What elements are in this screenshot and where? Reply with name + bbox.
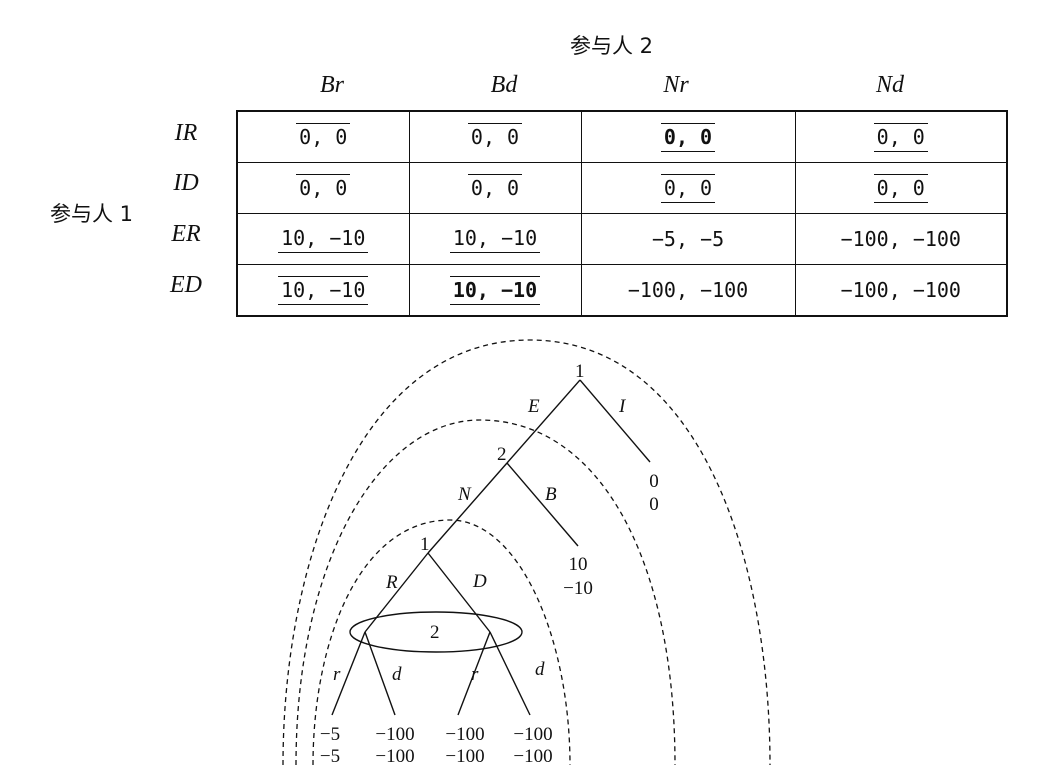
player2-label: 参与人 2 bbox=[570, 34, 654, 58]
edge-label-N: N bbox=[457, 484, 472, 505]
node-n2-label: 2 bbox=[497, 444, 507, 465]
payoff-Dd-p1: −100 bbox=[513, 724, 552, 745]
table-row: 0, 0 0, 0 0, 0 0, 0 bbox=[236, 110, 1008, 163]
cell-value: −100, −100 bbox=[840, 226, 961, 251]
player1-label: 参与人 1 bbox=[50, 202, 134, 226]
payoff-B-p2: −10 bbox=[563, 578, 593, 599]
cell: −5, −5 bbox=[580, 213, 796, 265]
cell-value: 0, 0 bbox=[296, 123, 351, 151]
node-root-label: 1 bbox=[575, 361, 585, 382]
cell: 0, 0 bbox=[408, 162, 582, 214]
edge-label-d2: d bbox=[535, 659, 545, 680]
row-header-ir: IR bbox=[174, 120, 198, 146]
edge-r2 bbox=[457, 631, 491, 716]
edge-R bbox=[364, 552, 429, 633]
cell-value: −100, −100 bbox=[840, 277, 961, 302]
subgame-middle bbox=[295, 419, 676, 766]
node-n3-label: 1 bbox=[420, 534, 430, 555]
cell: 0, 0 bbox=[408, 110, 582, 163]
table-row: 0, 0 0, 0 0, 0 0, 0 bbox=[236, 162, 1008, 214]
payoff-Rr-p2: −5 bbox=[320, 746, 340, 767]
payoff-Rd-p1: −100 bbox=[375, 724, 414, 745]
edge-label-E: E bbox=[527, 396, 540, 417]
payoff-Rd-p2: −100 bbox=[375, 746, 414, 767]
edge-label-r1: r bbox=[333, 664, 341, 685]
row-header-er: ER bbox=[171, 221, 201, 247]
cell-value: 0, 0 bbox=[467, 123, 523, 151]
cell: −100, −100 bbox=[794, 264, 1008, 317]
edge-label-D: D bbox=[472, 571, 487, 592]
payoff-I-p2: 0 bbox=[649, 494, 659, 515]
cell: −100, −100 bbox=[580, 264, 796, 317]
cell-value: 0, 0 bbox=[873, 122, 928, 152]
cell-value: 10, −10 bbox=[278, 225, 369, 253]
row-header-id: ID bbox=[173, 170, 199, 196]
cell-value: 0, 0 bbox=[296, 174, 351, 202]
cell-value: 10, −10 bbox=[278, 275, 369, 305]
col-header-br: Br bbox=[320, 72, 344, 98]
edge-d2 bbox=[489, 631, 531, 716]
subgame-boundaries bbox=[282, 339, 771, 766]
cell-value: −5, −5 bbox=[651, 226, 725, 251]
subgame-outer bbox=[282, 339, 771, 766]
cell: 10, −10 bbox=[408, 213, 582, 265]
col-header-nd: Nd bbox=[875, 72, 904, 98]
table-row: 10, −10 10, −10 −100, −100 −100, −100 bbox=[236, 264, 1008, 317]
cell: −100, −100 bbox=[794, 213, 1008, 265]
edge-r1 bbox=[331, 631, 366, 716]
cell: 0, 0 bbox=[580, 162, 796, 214]
col-header-bd: Bd bbox=[490, 72, 518, 98]
edge-N bbox=[427, 462, 508, 554]
cell-value: 10, −10 bbox=[449, 275, 541, 305]
row-header-ed: ED bbox=[170, 272, 202, 298]
edge-I bbox=[579, 379, 651, 463]
cell: 0, 0 bbox=[794, 162, 1008, 214]
cell-value: 0, 0 bbox=[660, 173, 716, 203]
cell-value: 0, 0 bbox=[660, 122, 716, 152]
table-row: 10, −10 10, −10 −5, −5 −100, −100 bbox=[236, 213, 1008, 265]
cell: 0, 0 bbox=[580, 110, 796, 163]
cell: 0, 0 bbox=[794, 110, 1008, 163]
payoff-Dr-p2: −100 bbox=[445, 746, 484, 767]
edge-label-r2: r bbox=[471, 664, 479, 685]
cell-value: 10, −10 bbox=[449, 225, 541, 253]
col-header-nr: Nr bbox=[663, 72, 689, 98]
cell: 10, −10 bbox=[236, 264, 410, 317]
cell: 10, −10 bbox=[236, 213, 410, 265]
cell-value: 0, 0 bbox=[873, 173, 928, 203]
cell: 0, 0 bbox=[236, 162, 410, 214]
cell-value: −100, −100 bbox=[627, 277, 749, 302]
subgame-inner bbox=[312, 519, 571, 766]
edge-E bbox=[506, 379, 581, 464]
edge-label-d1: d bbox=[392, 664, 402, 685]
edge-B bbox=[506, 462, 579, 547]
information-set-label: 2 bbox=[430, 622, 440, 643]
edge-D bbox=[427, 552, 491, 633]
payoff-I-p1: 0 bbox=[649, 471, 659, 492]
payoff-Rr-p1: −5 bbox=[320, 724, 340, 745]
payoff-matrix: 0, 0 0, 0 0, 0 0, 0 0, 0 0, 0 0, 0 0, 0 … bbox=[236, 110, 1008, 317]
information-set-ellipse bbox=[349, 611, 523, 653]
edge-label-B: B bbox=[545, 484, 557, 505]
tree-edges bbox=[331, 379, 651, 716]
payoff-Dr-p1: −100 bbox=[445, 724, 484, 745]
edge-label-R: R bbox=[385, 572, 398, 593]
cell: 10, −10 bbox=[408, 264, 582, 317]
edge-label-I: I bbox=[618, 396, 627, 417]
payoff-B-p1: 10 bbox=[569, 554, 588, 575]
payoff-Dd-p2: −100 bbox=[513, 746, 552, 767]
cell-value: 0, 0 bbox=[467, 174, 523, 202]
edge-d1 bbox=[364, 631, 396, 716]
